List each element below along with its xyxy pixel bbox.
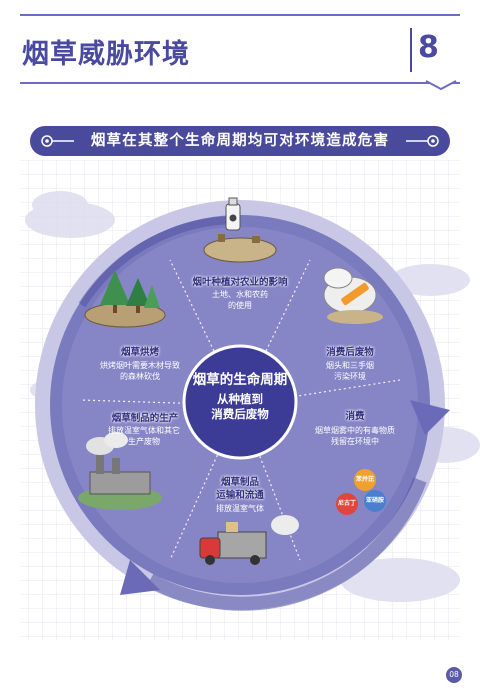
stage-waste-label: 消费后废物	[326, 347, 374, 358]
factory-illustration	[78, 432, 162, 510]
stage-agriculture-label: 烟叶种植对农业的影响	[192, 277, 288, 288]
stage-consumption-desc-1: 烟草烟雾中的有毒物质	[315, 426, 395, 435]
forest-illustration	[84, 270, 166, 328]
stage-consumption-desc-2: 残留在环境中	[331, 437, 379, 446]
page-number: 08	[446, 667, 462, 683]
stage-agriculture-desc-2: 的使用	[228, 301, 252, 310]
header-bottom-rule	[20, 82, 460, 84]
waste-illustration	[323, 267, 383, 324]
center-title: 烟草的生命周期	[192, 372, 288, 388]
lifecycle-diagram	[20, 160, 480, 640]
stage-agriculture-desc-1: 土地、水和农药	[212, 290, 268, 299]
cycle-arrowhead-left	[120, 560, 160, 595]
banner-text: 烟草在其整个生命周期均可对环境造成危害	[90, 133, 390, 149]
stage-manufacturing-label: 烟草制品的生产	[111, 413, 179, 424]
stage-waste-desc-1: 烟头和三手烟	[326, 361, 374, 370]
bubble-benzopyrene: 苯并芘	[354, 469, 376, 491]
bubble-nicotine: 尼古丁	[336, 493, 358, 515]
header-divider	[410, 28, 412, 72]
header-top-rule	[20, 14, 460, 16]
cycle-arrowhead-right	[410, 400, 450, 435]
center-circle	[182, 344, 298, 460]
banner	[30, 126, 450, 156]
stage-waste-desc-2: 污染环境	[334, 372, 366, 381]
center-subtitle-2: 消费后废物	[211, 407, 269, 421]
cycle-arrow-top	[78, 215, 241, 308]
stage-curing-label: 烟草烘烤	[120, 347, 159, 358]
page-title: 烟草威胁环境	[22, 39, 190, 70]
stage-transport-label-2: 运输和流通	[216, 490, 264, 501]
bubble-nitrosamine: 亚硝胺	[364, 490, 386, 512]
stage-consumption-label: 消费	[345, 411, 365, 422]
stage-manufacturing-desc-1: 排放温室气体和其它	[108, 426, 180, 435]
chapter-number: 8	[418, 30, 439, 65]
cycle-arrow-bottom	[146, 477, 427, 611]
header-notch	[425, 80, 457, 91]
stage-curing-desc-2: 的森林砍伐	[120, 372, 160, 381]
banner-left-ornament	[41, 135, 74, 147]
agriculture-illustration	[203, 197, 277, 263]
center-subtitle-1: 从种植到	[217, 392, 263, 406]
banner-right-ornament	[406, 135, 439, 147]
stage-transport-desc-1: 排放温室气体	[216, 504, 264, 513]
stage-transport-label-1: 烟草制品	[220, 477, 259, 488]
stage-curing-desc-1: 烘烤烟叶需要木材导致	[100, 361, 180, 370]
truck-illustration	[199, 515, 299, 565]
stage-manufacturing-desc-2: 生产废物	[128, 437, 160, 446]
